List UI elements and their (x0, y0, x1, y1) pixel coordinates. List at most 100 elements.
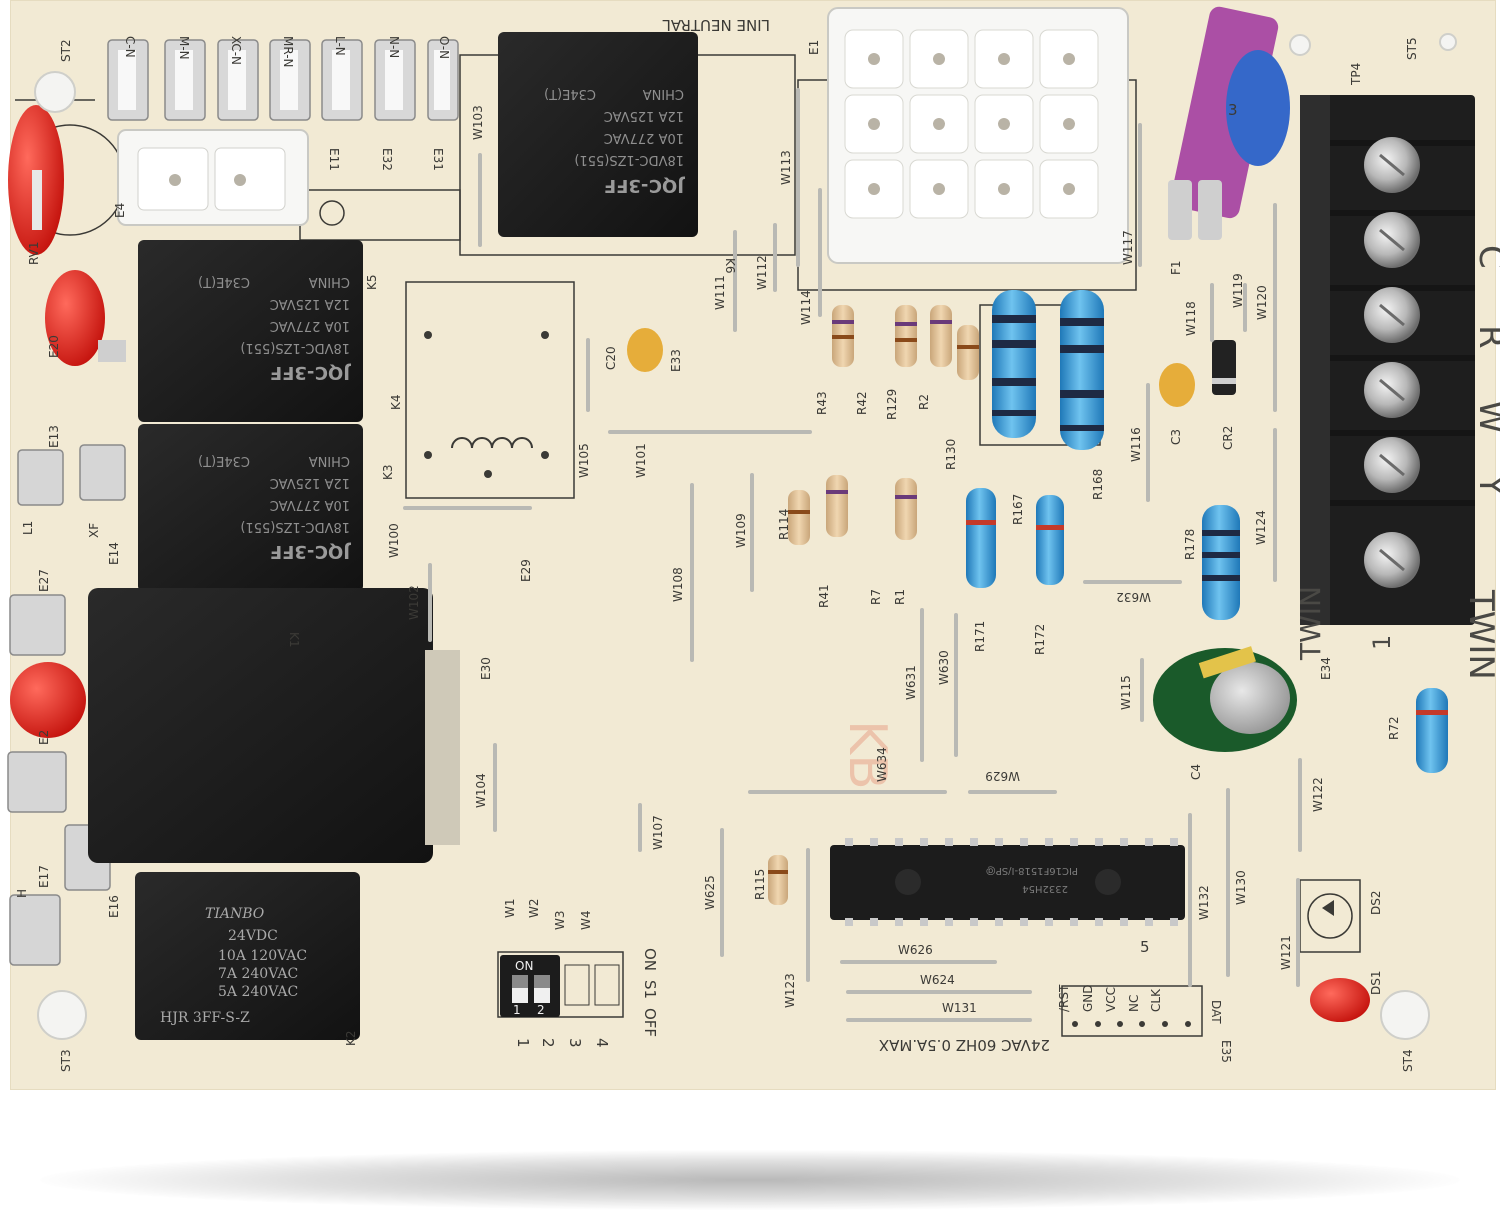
terminal-ref-e31: E31 (431, 148, 445, 171)
ref-e14: E14 (107, 542, 121, 565)
led-labels: DS2 DS1 (1369, 891, 1383, 996)
relay-k3: JQC-3FF 18VDC-1ZS(551) 10A 277VAC 12A 12… (138, 424, 363, 592)
ref-cr2: CR2 (1221, 426, 1235, 450)
relay-k6-code: C34E(T) (544, 86, 596, 101)
dip-pos-2: 2 (539, 1038, 557, 1048)
ref-r1: R1 (893, 589, 907, 605)
component-ref-labels: W103 W113 W112 W111 W114 W117 W118 W119 … (15, 40, 1401, 1046)
ref-e34: E34 (1319, 657, 1333, 680)
ref-e29: E29 (519, 559, 533, 582)
relay-k6-rating2: 10A 277VAC (604, 130, 684, 145)
relay-k2-rating3: 7A 240VAC (218, 966, 298, 982)
ref-r2: R2 (917, 394, 931, 410)
fuse-value: 3 (1228, 101, 1238, 119)
led-ds1 (1310, 978, 1370, 1022)
ref-tp4: TP4 (1349, 63, 1363, 86)
chip-ref: 5 (1140, 938, 1150, 956)
relay-k2-rating2: 10A 120VAC (218, 948, 307, 964)
ref-e17: E17 (37, 865, 51, 888)
ref-k1: K1 (287, 632, 301, 648)
terminal-label-w: W (1471, 400, 1500, 434)
terminal-label-3: MR-N (281, 36, 295, 68)
board-shadow (40, 1150, 1460, 1210)
microcontroller-chip: 2332H54 PIC16F1518-I/SP@ (830, 838, 1185, 926)
ref-k5: K5 (365, 274, 379, 290)
prog-pin-gnd: GND (1081, 984, 1095, 1012)
terminal-label-4: L-N (333, 36, 347, 56)
ref-e20: E20 (47, 335, 61, 358)
red-component-e20 (45, 270, 126, 366)
ref-w629: W629 (985, 769, 1020, 783)
ref-r171: R171 (973, 621, 987, 652)
prog-header-labels: /RST GND VCC NC CLK DAT E35 (1057, 984, 1233, 1063)
ref-k4: K4 (389, 394, 403, 410)
ref-w100: W100 (387, 523, 401, 558)
ref-w130: W130 (1234, 870, 1248, 905)
jumper-wires (403, 88, 1302, 1022)
ref-f1: F1 (1169, 260, 1183, 275)
terminal-label-2: XC-N (229, 36, 243, 65)
terminal-label-6: O-N (437, 36, 451, 59)
ref-w121: W121 (1279, 935, 1293, 970)
two-pin-connector (117, 129, 309, 226)
red-component-e2 (10, 662, 86, 738)
ref-r42: R42 (855, 391, 869, 415)
ref-w132: W132 (1197, 885, 1211, 920)
ref-e16: E16 (107, 895, 121, 918)
ref-w625: W625 (703, 875, 717, 910)
relay-k6-rating3: 12A 125VAC (604, 108, 684, 123)
capacitor-c4 (1153, 646, 1297, 752)
standoff-st2: ST2 (59, 39, 73, 62)
led-ds2-symbol (1322, 900, 1334, 916)
relay-k3-brand: JQC-3FF (270, 541, 352, 562)
dip-cap-2: 2 (537, 1003, 545, 1017)
chip-line1: 2332H54 (1022, 883, 1068, 894)
ref-w111: W111 (713, 275, 727, 310)
ref-w119: W119 (1231, 273, 1245, 308)
prog-pin-clk: CLK (1149, 988, 1163, 1012)
relay-k2-rating1: 24VDC (228, 928, 278, 944)
terminal-label-r: R (1471, 325, 1500, 349)
dip-pos-1: 1 (514, 1038, 532, 1048)
ref-r130: R130 (944, 439, 958, 470)
relay-k2-rating4: 5A 240VAC (218, 984, 298, 1000)
terminal-label-twin: TWIN (1461, 589, 1500, 680)
relay-k3-rating1: 18VDC-1ZS(551) (240, 519, 350, 534)
ref-w104: W104 (474, 773, 488, 808)
dip-w4: W4 (579, 911, 593, 931)
ref-w124: W124 (1254, 510, 1268, 545)
coil-pads (424, 331, 549, 478)
ref-r115: R115 (753, 869, 767, 900)
dip-on-label: ON (515, 959, 533, 973)
standoff-st3: ST3 (59, 1049, 73, 1072)
ref-w105: W105 (577, 443, 591, 478)
relay-k5-brand: JQC-3FF (270, 362, 352, 383)
relay-k6: JQC-3FF 18VDC-1ZS(551) 10A 277VAC 12A 12… (498, 32, 698, 237)
relay-k6-brand: JQC-3FF (604, 175, 686, 196)
ref-w634: W634 (875, 747, 889, 782)
ref-k3: K3 (381, 464, 395, 480)
dip-switch-s1[interactable] (500, 955, 620, 1017)
ref-w630: W630 (937, 650, 951, 685)
ref-w624: W624 (920, 973, 955, 987)
twelve-pin-connector (827, 7, 1129, 264)
line-neutral-label: LINE NEUTRAL (662, 16, 770, 34)
prog-pin-rst: /RST (1057, 984, 1071, 1012)
ref-r41: R41 (817, 584, 831, 608)
terminal-pin-marker: 1 (1368, 635, 1396, 650)
prog-header-ref: E35 (1219, 1040, 1233, 1063)
standoffs (34, 33, 1457, 1040)
ref-r72: R72 (1387, 716, 1401, 740)
relay-k6-origin: CHINA (643, 86, 684, 101)
terminal-label-5: N-N (387, 36, 401, 58)
dip-cap-1: 1 (513, 1003, 521, 1017)
coil-symbol (451, 437, 533, 449)
ref-w112: W112 (755, 255, 769, 290)
ref-w102: W102 (407, 585, 421, 620)
ref-w120: W120 (1255, 285, 1269, 320)
blue-resistors (966, 290, 1448, 773)
standoff-st5: ST5 (1405, 37, 1419, 60)
relay-k5: JQC-3FF 18VDC-1ZS(551) 10A 277VAC 12A 12… (138, 240, 363, 422)
ref-k2: K2 (344, 1030, 358, 1046)
chip-line2: PIC16F1518-I/SP@ (986, 865, 1078, 876)
